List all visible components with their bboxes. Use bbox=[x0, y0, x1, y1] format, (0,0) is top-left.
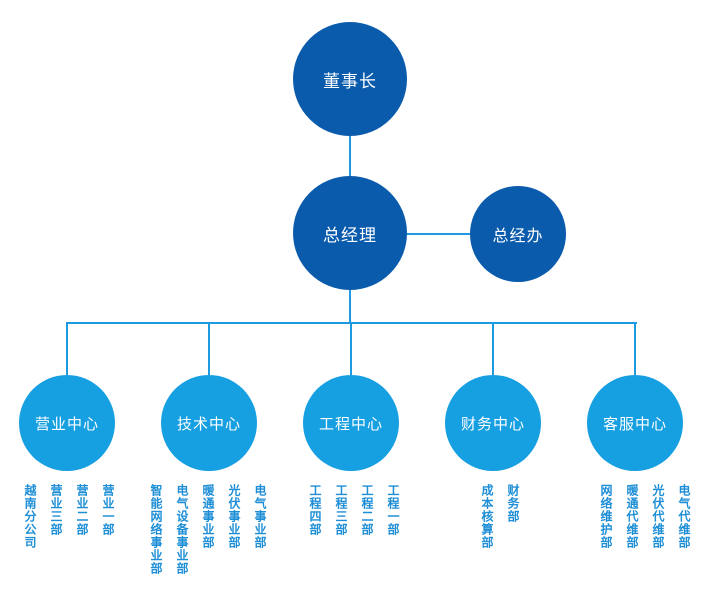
dept-item: 越南分公司 bbox=[23, 484, 37, 549]
dept-item: 营业三部 bbox=[49, 484, 63, 536]
node-engineering-center-label: 工程中心 bbox=[318, 414, 383, 433]
connector-drop-service bbox=[634, 323, 636, 375]
connector-drop-engineering bbox=[350, 323, 352, 375]
node-service-center: 客服中心 bbox=[587, 375, 683, 471]
node-general-manager-label: 总经理 bbox=[323, 225, 377, 246]
dept-list-finance: 财务部 成本核算部 bbox=[479, 484, 522, 609]
dept-item: 暖通代维部 bbox=[625, 484, 639, 549]
dept-item: 光伏代维部 bbox=[651, 484, 665, 549]
node-chairman: 董事长 bbox=[293, 22, 407, 136]
node-finance-center: 财务中心 bbox=[445, 375, 541, 471]
connector-drop-technology bbox=[208, 323, 210, 375]
dept-item: 暖通事业部 bbox=[201, 484, 215, 549]
dept-item: 成本核算部 bbox=[480, 484, 494, 549]
connector-drop-finance bbox=[492, 323, 494, 375]
dept-item: 营业二部 bbox=[75, 484, 89, 536]
dept-item: 网络维护部 bbox=[599, 484, 613, 549]
dept-list-service: 电气代维部 光伏代维部 暖通代维部 网络维护部 bbox=[598, 484, 693, 609]
node-engineering-center: 工程中心 bbox=[303, 375, 399, 471]
node-general-manager: 总经理 bbox=[293, 176, 407, 290]
dept-item: 电气设备事业部 bbox=[175, 484, 189, 575]
connector-gm-trunk bbox=[349, 289, 351, 323]
connector-chairman-gm bbox=[349, 136, 351, 177]
dept-item: 工程四部 bbox=[308, 484, 322, 536]
dept-list-technology: 电气事业部 光伏事业部 暖通事业部 电气设备事业部 智能网络事业部 bbox=[148, 484, 269, 609]
dept-list-sales: 营业一部 营业二部 营业三部 越南分公司 bbox=[22, 484, 117, 609]
node-sales-center: 营业中心 bbox=[19, 375, 115, 471]
connector-drop-sales bbox=[66, 323, 68, 375]
dept-item: 工程二部 bbox=[360, 484, 374, 536]
dept-item: 工程一部 bbox=[386, 484, 400, 536]
node-technology-center: 技术中心 bbox=[161, 375, 257, 471]
dept-item: 营业一部 bbox=[101, 484, 115, 536]
dept-item: 财务部 bbox=[506, 484, 520, 523]
node-gm-office: 总经办 bbox=[470, 186, 566, 282]
node-chairman-label: 董事长 bbox=[323, 71, 377, 92]
node-sales-center-label: 营业中心 bbox=[34, 414, 99, 433]
dept-list-engineering: 工程一部 工程二部 工程三部 工程四部 bbox=[307, 484, 402, 609]
dept-item: 光伏事业部 bbox=[227, 484, 241, 549]
dept-item: 电气事业部 bbox=[253, 484, 267, 549]
dept-item: 工程三部 bbox=[334, 484, 348, 536]
dept-item: 智能网络事业部 bbox=[149, 484, 163, 575]
node-technology-center-label: 技术中心 bbox=[176, 414, 241, 433]
node-finance-center-label: 财务中心 bbox=[460, 414, 525, 433]
node-service-center-label: 客服中心 bbox=[602, 414, 667, 433]
dept-item: 电气代维部 bbox=[677, 484, 691, 549]
connector-gm-gmoffice bbox=[406, 233, 470, 235]
node-gm-office-label: 总经办 bbox=[492, 226, 544, 245]
